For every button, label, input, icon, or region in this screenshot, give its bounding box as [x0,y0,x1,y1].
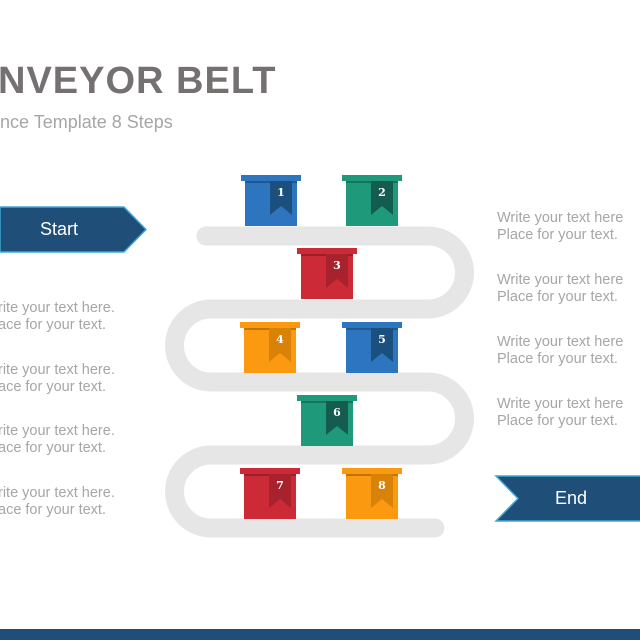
box-lid [342,175,402,181]
left-text-2: rite your text here.ace for your text. [0,362,115,395]
step-number: 2 [378,186,386,199]
box-lid [240,322,300,328]
step-box-3: 3 [297,248,357,299]
step-box-2: 2 [342,175,402,226]
step-number: 3 [333,259,341,272]
step-box-5: 5 [342,322,402,373]
step-number: 8 [378,479,386,492]
step-number: 4 [276,333,284,346]
left-text-3: rite your text here.ace for your text. [0,423,115,456]
slide-title: NVEYOR BELT [0,60,277,102]
end-label: End [555,488,588,508]
step-number: 1 [277,186,285,199]
step-box-1: 1 [241,175,301,226]
ribbon-icon [270,181,292,215]
left-text-4: rite your text here.ace for your text. [0,485,115,518]
box-lid [342,468,402,474]
conveyor-belt [165,226,474,538]
ribbon-icon [371,474,393,508]
step-box-6: 6 [297,395,357,446]
start-label: Start [40,219,79,239]
end-arrow [494,475,640,522]
left-text-1: rite your text here.ace for your text. [0,300,115,333]
box-lid [297,248,357,254]
ribbon-icon [371,328,393,362]
ribbon-icon [269,328,291,362]
step-number: 5 [378,333,386,346]
slide-subtitle: nce Template 8 Steps [0,112,173,132]
step-number: 7 [276,479,284,492]
ribbon-icon [269,474,291,508]
step-box-4: 4 [240,322,300,373]
box-lid [342,322,402,328]
step-number: 6 [333,406,341,419]
footer-bar [0,629,640,640]
start-arrow [0,206,148,253]
ribbon-icon [326,254,348,288]
box-lid [297,395,357,401]
box-lid [240,468,300,474]
step-box-7: 7 [240,468,300,519]
ribbon-icon [371,181,393,215]
ribbon-icon [326,401,348,435]
step-box-8: 8 [342,468,402,519]
box-lid [241,175,301,181]
